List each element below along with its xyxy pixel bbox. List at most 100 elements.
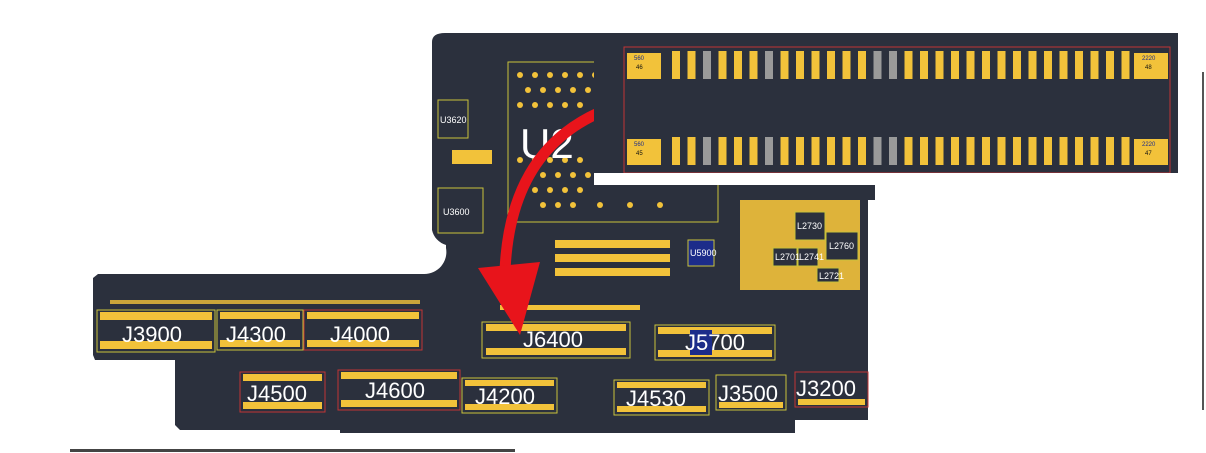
svg-text:J4200: J4200 xyxy=(475,384,535,409)
zoom-pin xyxy=(889,137,897,165)
connector-j4530: J4530 xyxy=(613,379,710,416)
svg-text:J4500: J4500 xyxy=(247,381,307,406)
zoom-right-top-b: 48 xyxy=(1145,65,1152,71)
svg-text:J3900: J3900 xyxy=(122,322,182,347)
connector-j5700: J5700 xyxy=(654,324,776,361)
zoom-pin xyxy=(780,137,789,165)
zoom-pin xyxy=(1044,51,1052,79)
connector-j4300: J4300 xyxy=(216,309,304,351)
zoom-pin xyxy=(703,137,711,165)
zoom-pin xyxy=(920,137,928,165)
svg-text:J4530: J4530 xyxy=(626,386,686,411)
zoom-pin xyxy=(1075,51,1083,79)
zoom-pin xyxy=(920,51,928,79)
zoom-pin xyxy=(997,51,1006,79)
zoom-pin xyxy=(811,51,820,79)
zoom-pin xyxy=(966,51,975,79)
u3600-component: U3600 xyxy=(437,187,484,234)
connector-j3200: J3200 xyxy=(794,371,869,408)
svg-text:U3600: U3600 xyxy=(443,207,470,217)
zoom-pin xyxy=(1028,137,1037,165)
zoom-pin xyxy=(672,51,680,79)
svg-text:L2721: L2721 xyxy=(819,271,844,281)
zoom-pin xyxy=(873,51,882,79)
svg-text:L2741: L2741 xyxy=(799,252,824,262)
zoom-pin xyxy=(811,137,820,165)
zoom-pin xyxy=(718,137,727,165)
u5900-component: U5900 xyxy=(687,239,717,267)
zoom-pin xyxy=(1044,137,1052,165)
svg-text:J4300: J4300 xyxy=(226,322,286,347)
zoom-pin xyxy=(687,137,696,165)
zoom-pin xyxy=(997,137,1006,165)
zoom-pin xyxy=(827,51,835,79)
zoom-pin xyxy=(889,51,897,79)
frame-line-bottom xyxy=(70,449,515,452)
frame-line-right xyxy=(1202,72,1204,410)
zoom-right-bottom-b: 47 xyxy=(1145,151,1152,157)
zoom-pin xyxy=(703,51,711,79)
zoom-pin xyxy=(672,137,680,165)
svg-text:J4000: J4000 xyxy=(330,322,390,347)
zoom-pin xyxy=(749,51,758,79)
connector-j4500: J4500 xyxy=(239,371,326,413)
zoom-pin xyxy=(734,137,742,165)
svg-text:J6400: J6400 xyxy=(523,327,583,352)
zoom-pin xyxy=(982,137,990,165)
zoom-pin xyxy=(858,137,866,165)
svg-text:L2730: L2730 xyxy=(797,221,822,231)
connector-j3500: J3500 xyxy=(715,374,787,411)
svg-text:J4600: J4600 xyxy=(365,378,425,403)
zoom-pin xyxy=(951,137,959,165)
zoom-pin xyxy=(904,51,913,79)
svg-text:J3200: J3200 xyxy=(796,376,856,401)
zoom-left-top-a: 560 xyxy=(634,56,645,62)
zoom-pin xyxy=(873,137,882,165)
zoom-pin xyxy=(749,137,758,165)
u3620-component: U3620 xyxy=(437,99,492,164)
zoom-pin xyxy=(796,51,804,79)
zoom-pin xyxy=(951,51,959,79)
zoom-pin xyxy=(1090,51,1099,79)
zoom-pin xyxy=(687,51,696,79)
zoom-pin xyxy=(734,51,742,79)
zoom-pin xyxy=(1013,51,1021,79)
zoom-pin xyxy=(1121,51,1130,79)
svg-text:L2760: L2760 xyxy=(829,241,854,251)
zoom-left-bottom-b: 45 xyxy=(636,151,643,157)
zoom-pin xyxy=(827,137,835,165)
svg-text:L2701: L2701 xyxy=(775,252,800,262)
connector-j4000: J4000 xyxy=(303,309,423,351)
zoom-pin xyxy=(1059,137,1068,165)
inductor-group: L2730 L2760 L2701 L2741 L2721 xyxy=(740,200,860,290)
zoom-pin xyxy=(796,137,804,165)
zoom-pin xyxy=(842,137,851,165)
zoom-pin xyxy=(858,51,866,79)
zoom-pin xyxy=(1090,137,1099,165)
connector-j4600: J4600 xyxy=(337,369,461,411)
zoom-pin xyxy=(1028,51,1037,79)
zoom-pin xyxy=(1059,51,1068,79)
svg-text:U5900: U5900 xyxy=(690,248,717,258)
zoom-pin xyxy=(935,137,944,165)
zoom-pin xyxy=(966,137,975,165)
zoom-pin xyxy=(1106,137,1114,165)
passive-pad-rows xyxy=(110,240,670,310)
zoom-left-top-b: 46 xyxy=(636,65,643,71)
zoom-pin xyxy=(982,51,990,79)
svg-text:U3620: U3620 xyxy=(440,115,467,125)
connector-j3900: J3900 xyxy=(96,309,216,353)
zoom-pin xyxy=(842,51,851,79)
connector-j4200: J4200 xyxy=(461,377,558,414)
zoom-pin xyxy=(1106,51,1114,79)
connector-j6400: J6400 xyxy=(481,321,631,359)
zoom-pin xyxy=(1075,137,1083,165)
zoom-pin xyxy=(1121,137,1130,165)
zoom-pin xyxy=(718,51,727,79)
zoom-pin xyxy=(765,137,773,165)
zoom-pin xyxy=(935,51,944,79)
svg-text:J3500: J3500 xyxy=(718,381,778,406)
zoom-pin xyxy=(765,51,773,79)
zoom-right-top-a: 2220 xyxy=(1142,56,1156,62)
zoom-pin xyxy=(1013,137,1021,165)
